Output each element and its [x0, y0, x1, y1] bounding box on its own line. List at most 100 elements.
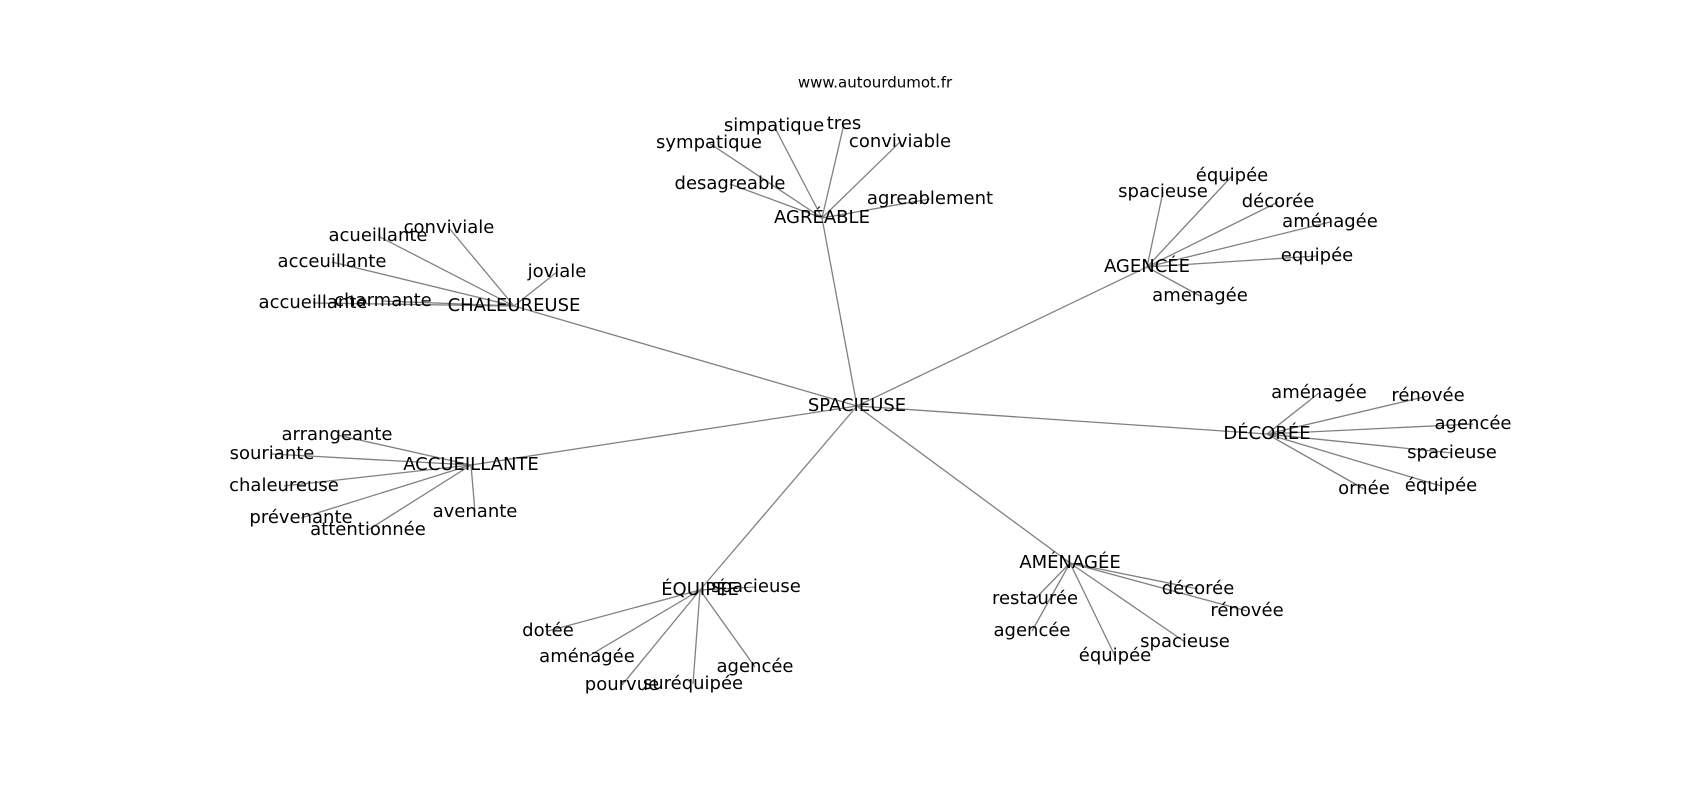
edge-decoree-leaf-3 [1266, 433, 1453, 454]
edge-amenagee-leaf-3 [1031, 562, 1071, 632]
leaf-node-decoree-4[interactable]: équipée [1405, 475, 1477, 496]
leaf-node-agencee-1[interactable]: spacieuse [1118, 181, 1208, 202]
leaf-node-chaleureuse-2[interactable]: acceuillante [278, 251, 387, 272]
edge-chaleureuse-leaf-4 [312, 302, 515, 307]
edge-accueillante-leaf-4 [367, 464, 472, 531]
edge-agreable-leaf-2 [708, 142, 823, 219]
edge-agencee-leaf-5 [1146, 266, 1201, 297]
edge-amenagee-leaf-1 [1069, 562, 1199, 590]
edge-root-agreable [821, 217, 858, 407]
edge-agencee-leaf-0 [1146, 175, 1233, 268]
edge-equipee-leaf-4 [621, 589, 701, 686]
hub-node-accueillante[interactable]: ACCUEILLANTE [403, 454, 539, 475]
leaf-node-amenagee-2[interactable]: rénovée [1210, 600, 1283, 621]
leaf-node-chaleureuse-0[interactable]: conviviale [404, 217, 495, 238]
edge-root-decoree [856, 405, 1268, 435]
edge-agreable-leaf-3 [821, 141, 901, 219]
leaf-node-chaleureuse-1[interactable]: acueillante [329, 225, 428, 246]
leaf-node-accueillante-5[interactable]: avenante [433, 501, 518, 522]
leaf-node-accueillante-3[interactable]: prévenante [249, 507, 352, 528]
hub-node-agreable[interactable]: AGRÉABLE [774, 206, 870, 228]
edge-agencee-leaf-1 [1146, 191, 1164, 268]
edge-accueillante-leaf-3 [300, 464, 472, 519]
edge-equipee-leaf-1 [547, 589, 701, 632]
leaf-node-decoree-0[interactable]: aménagée [1271, 382, 1367, 403]
edge-accueillante-leaf-1 [271, 453, 472, 466]
edge-root-chaleureuse [513, 305, 858, 407]
leaf-node-amenagee-5[interactable]: équipée [1079, 645, 1151, 666]
leaf-node-decoree-1[interactable]: rénovée [1391, 385, 1464, 406]
edge-decoree-leaf-5 [1266, 433, 1365, 490]
leaf-node-accueillante-1[interactable]: souriante [230, 443, 315, 464]
leaf-node-chaleureuse-4[interactable]: accueillante [259, 292, 368, 313]
leaf-node-equipee-5[interactable]: suréquipée [643, 673, 743, 694]
leaf-node-equipee-1[interactable]: dotée [522, 620, 574, 641]
edge-accueillante-leaf-0 [336, 434, 472, 466]
leaf-node-agreable-1[interactable]: tres [827, 113, 862, 134]
edge-root-amenagee [856, 405, 1071, 564]
hub-node-equipee[interactable]: ÉQUIPÉE [661, 578, 739, 600]
edge-decoree-leaf-1 [1266, 395, 1429, 435]
leaf-node-agencee-4[interactable]: equipée [1281, 245, 1353, 266]
edge-decoree-leaf-2 [1266, 423, 1474, 435]
leaf-node-agreable-4[interactable]: desagreable [675, 173, 786, 194]
edge-root-equipee [699, 405, 858, 591]
leaf-node-agreable-3[interactable]: conviviable [849, 131, 951, 152]
leaf-node-decoree-2[interactable]: agencée [1435, 413, 1512, 434]
edge-chaleureuse-leaf-2 [331, 261, 515, 307]
leaf-node-accueillante-2[interactable]: chaleureuse [229, 475, 339, 496]
leaf-node-agreable-5[interactable]: agreablement [867, 188, 993, 209]
edge-decoree-leaf-4 [1266, 433, 1442, 487]
edge-accueillante-leaf-2 [283, 464, 472, 487]
edge-equipee-leaf-0 [699, 586, 757, 591]
leaf-node-agencee-0[interactable]: équipée [1196, 165, 1268, 186]
leaf-node-amenagee-1[interactable]: décorée [1162, 578, 1235, 599]
edge-agreable-leaf-1 [821, 123, 845, 219]
leaf-node-agreable-0[interactable]: simpatique [724, 115, 824, 136]
edge-chaleureuse-leaf-3 [513, 271, 558, 307]
leaf-node-amenagee-0[interactable]: restaurée [992, 588, 1078, 609]
leaf-node-equipee-2[interactable]: aménagée [539, 646, 635, 667]
root-node[interactable]: SPACIEUSE [808, 395, 906, 416]
edge-agreable-leaf-5 [821, 198, 931, 219]
leaf-node-equipee-0[interactable]: spacieuse [711, 576, 801, 597]
leaf-node-accueillante-4[interactable]: attentionnée [310, 519, 426, 540]
hub-node-decoree[interactable]: DÉCORÉE [1223, 422, 1310, 444]
edge-equipee-leaf-2 [586, 589, 701, 658]
leaf-node-agencee-2[interactable]: décorée [1242, 191, 1315, 212]
edge-amenagee-leaf-2 [1069, 562, 1248, 612]
leaf-node-agencee-5[interactable]: amenagée [1152, 285, 1248, 306]
leaf-node-equipee-3[interactable]: agencée [717, 656, 794, 677]
leaf-node-agencee-3[interactable]: aménagée [1282, 211, 1378, 232]
edge-agencee-leaf-2 [1146, 201, 1279, 268]
hub-node-agencee[interactable]: AGENCÉE [1104, 255, 1190, 277]
edge-amenagee-leaf-0 [1034, 562, 1071, 600]
edge-agreable-leaf-0 [773, 125, 823, 219]
edge-chaleureuse-leaf-1 [377, 235, 515, 307]
site-label: www.autourdumot.fr [798, 74, 953, 92]
edge-agreable-leaf-4 [729, 183, 823, 219]
leaf-node-decoree-5[interactable]: ornée [1338, 478, 1390, 499]
edge-equipee-leaf-5 [692, 589, 701, 685]
edge-accueillante-leaf-5 [470, 464, 476, 513]
leaf-node-amenagee-4[interactable]: spacieuse [1140, 631, 1230, 652]
edge-root-agencee [856, 266, 1148, 407]
edge-decoree-leaf-0 [1266, 392, 1320, 435]
edge-amenagee-leaf-5 [1069, 562, 1116, 657]
edge-root-accueillante [470, 405, 858, 466]
leaf-node-equipee-4[interactable]: pourvue [585, 674, 659, 695]
hub-node-amenagee[interactable]: AMÉNAGÉE [1019, 551, 1120, 573]
graph-edges [271, 123, 1474, 686]
edge-agencee-leaf-4 [1146, 255, 1318, 268]
leaf-node-amenagee-3[interactable]: agencée [994, 620, 1071, 641]
leaf-node-decoree-3[interactable]: spacieuse [1407, 442, 1497, 463]
leaf-node-chaleureuse-5[interactable]: charmante [334, 290, 432, 311]
leaf-node-accueillante-0[interactable]: arrangeante [281, 424, 392, 445]
hub-node-chaleureuse[interactable]: CHALEUREUSE [448, 295, 581, 316]
leaf-node-chaleureuse-3[interactable]: joviale [527, 261, 587, 282]
edge-chaleureuse-leaf-5 [382, 300, 515, 307]
leaf-node-agreable-2[interactable]: sympatique [656, 132, 762, 153]
edge-agencee-leaf-3 [1146, 221, 1331, 268]
